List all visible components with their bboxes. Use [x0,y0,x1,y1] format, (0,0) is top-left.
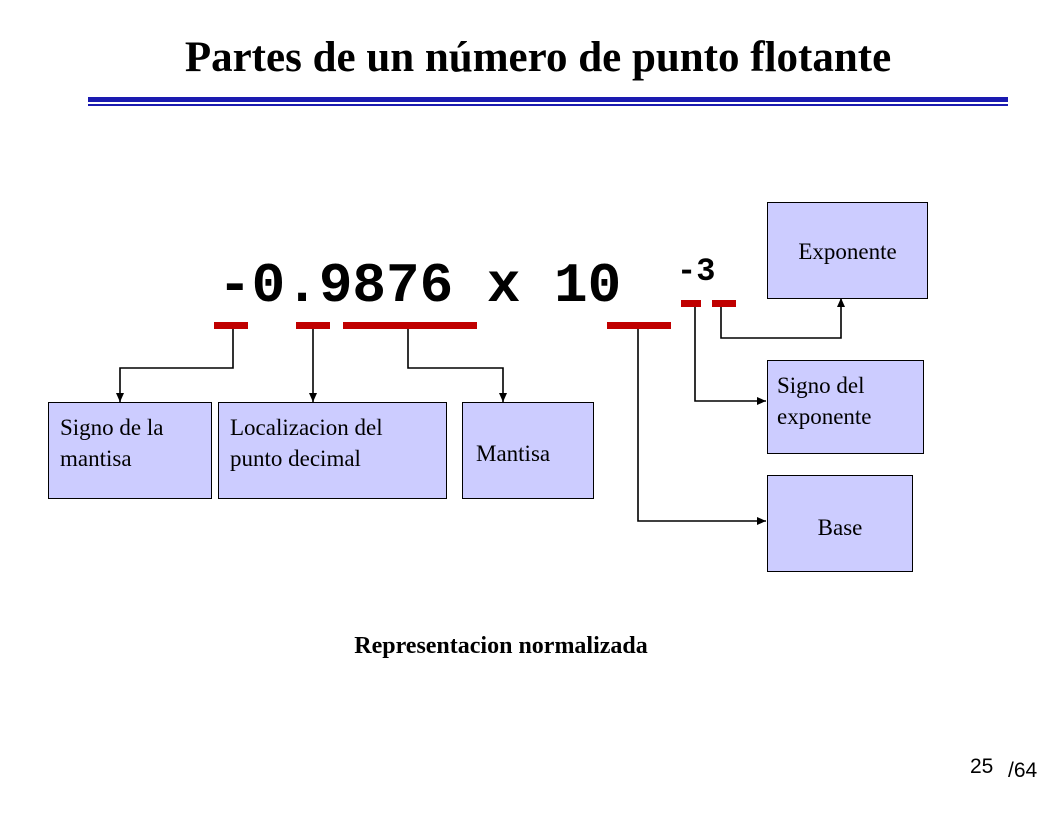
box-exponente: Exponente [767,202,928,299]
box-punto-decimal-line2: punto decimal [230,445,361,471]
arrow-base [637,329,766,525]
arrow-signo-exponente [694,307,766,405]
box-base: Base [767,475,913,572]
box-exponente-label: Exponente [798,239,897,264]
underline-base-mark [607,322,671,329]
box-punto-decimal: Localizacion del punto decimal [218,402,447,499]
box-mantisa-label: Mantisa [476,441,551,466]
title-rule-thick [88,97,1008,102]
box-base-label: Base [817,515,863,540]
box-signo-mantisa-line1: Signo de la [60,415,164,440]
box-mantisa: Mantisa [462,402,594,499]
box-signo-exponente-line2: exponente [777,403,872,429]
box-signo-mantisa: Signo de la mantisa [48,402,212,499]
floating-point-number: -0.9876 x 10 [218,254,622,318]
slide-title: Partes de un número de punto flotante [184,34,892,81]
page-number: 25 [970,755,994,778]
title-rule-thin [88,104,1008,106]
underline-mantissa-mark [343,322,477,329]
underline-sign-mark [214,322,248,329]
box-signo-mantisa-line2: mantisa [60,445,132,471]
arrow-mantisa [407,329,507,402]
caption-normalized: Representacion normalizada [354,633,648,659]
page-total: /64 [1008,759,1038,782]
underline-point-mark [296,322,330,329]
exponent-value: -3 [677,253,716,290]
box-punto-decimal-line1: Localizacion del [230,415,383,440]
arrow-exponente [720,298,845,339]
arrow-signo-mantisa [116,329,234,402]
box-signo-exponente-line1: Signo del [777,373,865,398]
underline-exp-sign-mark [681,300,701,307]
underline-exponent-mark [712,300,736,307]
box-signo-exponente: Signo del exponente [767,360,924,454]
